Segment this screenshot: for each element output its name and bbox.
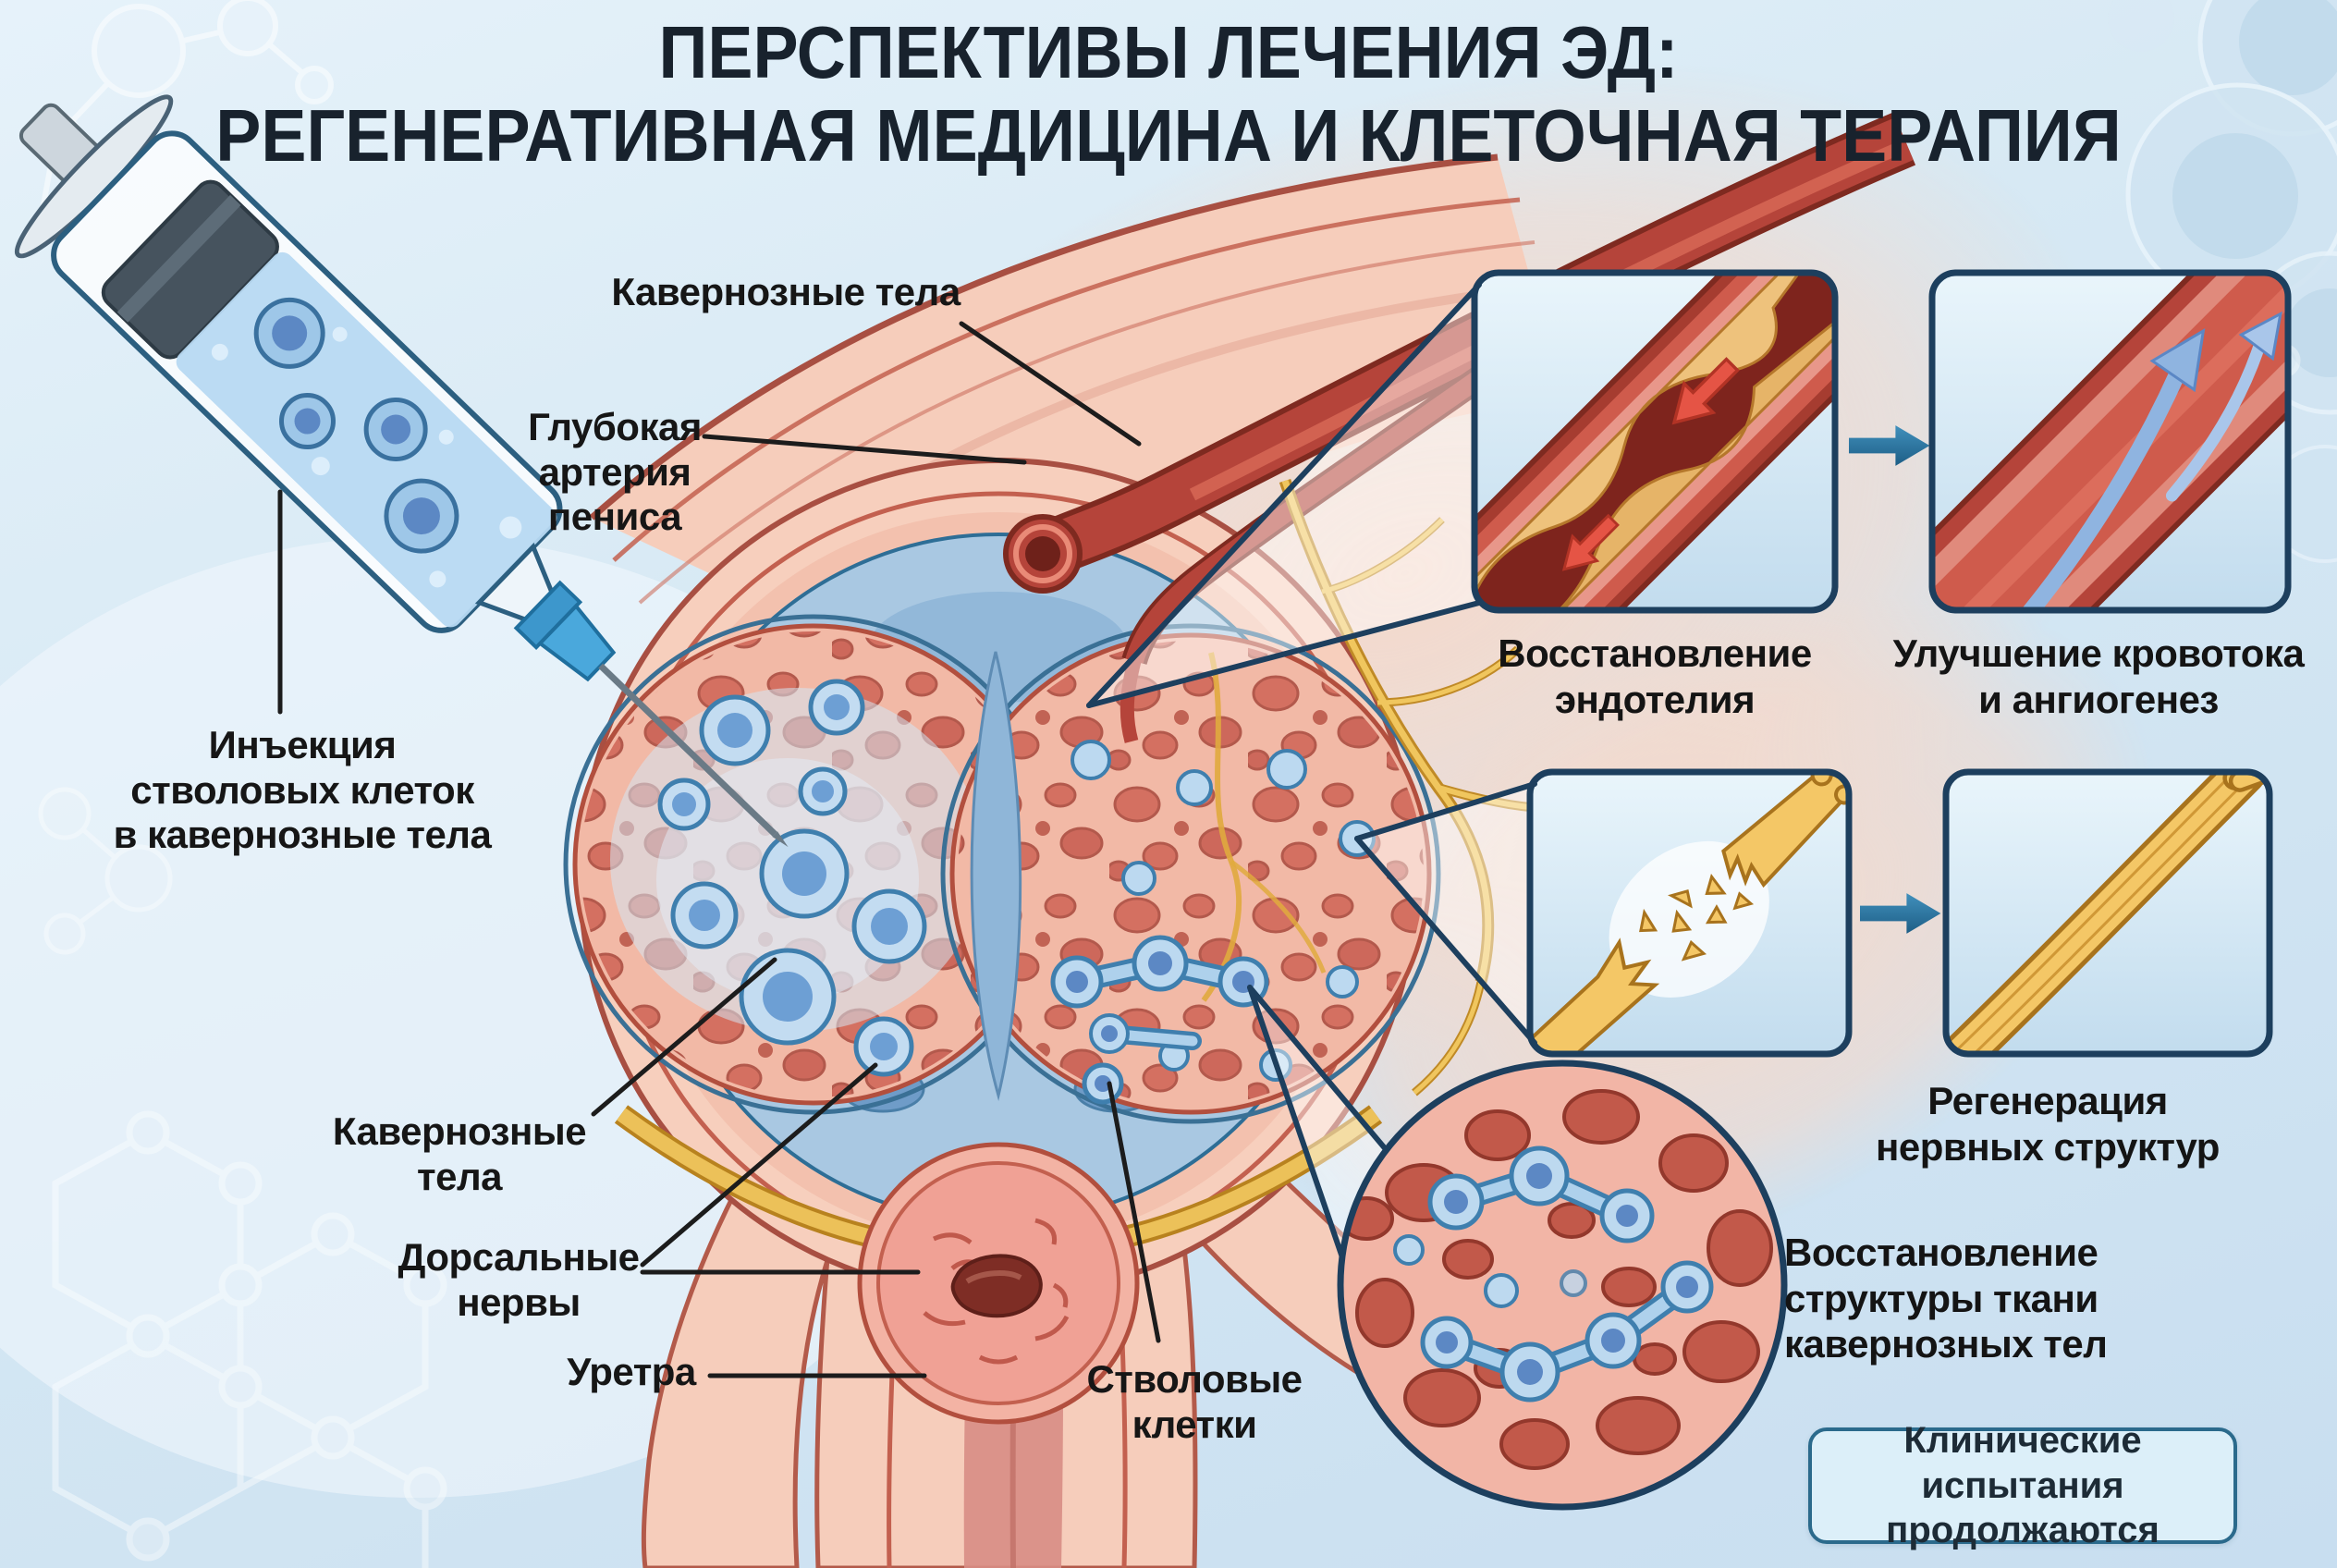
panel-nerve-after [1942,768,2273,1058]
caption-tissue-restoration: Восстановление структуры ткани кавернозн… [1784,1231,2108,1366]
label-injection: Инъекция стволовых клеток в кавернозные … [113,723,492,857]
tissue-inset-illustration [1337,1060,1788,1511]
label-leader-lines [277,321,1161,1378]
improved-flow-arrow-icon [2165,338,2266,502]
label-deep-artery: Глубокая артерия пениса [528,405,702,539]
panel-bloodflow-after [1928,269,2292,614]
needle-hub [537,603,617,682]
hexagon-lattice-decoration [52,1110,447,1568]
clinical-trials-badge: Клинические испытания продолжаются [1808,1420,2237,1550]
urethra-illustration [857,1142,1140,1425]
nerve-fiber [1201,652,1242,1002]
stem-cell-network [1393,1145,1714,1403]
label-cavernous-bodies-bottom: Кавернозные тела [332,1109,587,1198]
title-line-1: ПЕРСПЕКТИВЫ ЛЕЧЕНИЯ ЭД: [658,11,1679,93]
label-dorsal-nerves: Дорсальные нервы [398,1235,640,1324]
syringe-illustration [14,94,789,848]
molecule-decoration-left [38,787,173,955]
poster-title: ПЕРСПЕКТИВЫ ЛЕЧЕНИЯ ЭД: РЕГЕНЕРАТИВНАЯ М… [0,11,2337,177]
stem-cells-left-body [657,679,927,1077]
stem-cells-in-syringe [211,297,522,588]
caption-nerve-regeneration: Регенерация нервных структур [1876,1079,2220,1169]
title-line-2: РЕГЕНЕРАТИВНАЯ МЕДИЦИНА И КЛЕТОЧНАЯ ТЕРА… [215,93,2122,177]
cross-section-illustration [563,458,1441,1425]
label-cavernous-bodies-top: Кавернозные тела [611,270,960,313]
nerve-bundle-illustration [1279,478,1593,1096]
caption-bloodflow-improvement: Улучшение кровотока и ангиогенез [1892,631,2305,721]
nerve-fragments [1639,873,1755,962]
panel-endothelium-before [1471,269,1839,614]
needle-icon [598,663,777,837]
zoom-cone-lines [1086,282,1537,1260]
label-stem-cells: Стволовые клетки [1086,1357,1303,1446]
stem-cells-right-body [1050,740,1376,1105]
cavernous-body-right [940,623,1441,1124]
panel-nerve-before [1526,768,1853,1058]
caption-endothelium-restoration: Восстановление эндотелия [1498,631,1812,721]
label-urethra: Уретра [567,1350,696,1393]
septum [970,651,1022,1101]
deep-artery-illustration [1003,112,1916,743]
